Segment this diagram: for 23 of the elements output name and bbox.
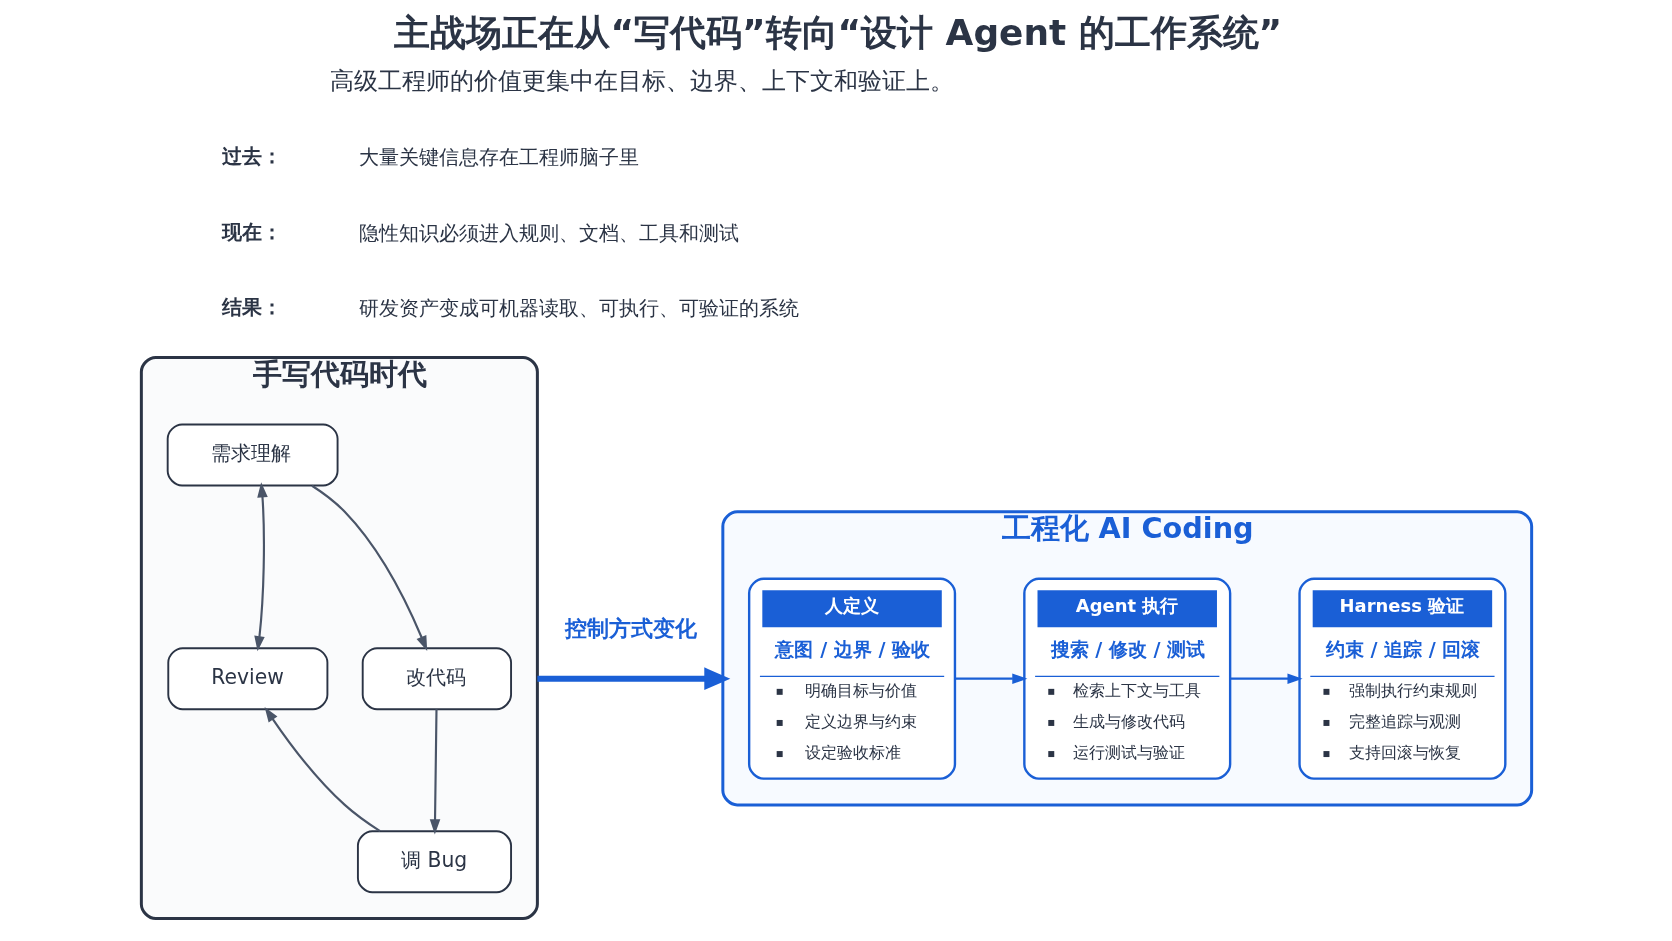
node-box: 需求理解 bbox=[166, 423, 339, 487]
node-box: Review bbox=[166, 647, 328, 711]
label: 隐性知识必须进入规则、文档、工具和测试 bbox=[358, 220, 739, 245]
arrow bbox=[429, 709, 440, 835]
label: 大量关键信息存在工程师脑子里 bbox=[358, 145, 639, 170]
diagram-title: 主战场正在从“写代码”转向“设计 Agent 的工作系统” bbox=[393, 12, 1282, 54]
node-box: 调 Bug bbox=[356, 830, 512, 894]
node-box: Harness 验证 约束 / 追踪 / 回滚 强制执行约束规则 完整追踪与观测 支持回滚与恢复 bbox=[1297, 577, 1506, 780]
arrow bbox=[536, 667, 730, 691]
node-box: 改代码 bbox=[361, 647, 512, 711]
arrow bbox=[954, 673, 1027, 684]
arrow bbox=[1229, 673, 1303, 684]
node-box: 人定义 意图 / 边界 / 验收 明确目标与价值 定义边界与约束 设定验收标准 bbox=[747, 577, 956, 780]
label: 过去： bbox=[221, 144, 282, 169]
arrow bbox=[310, 484, 427, 651]
arrow bbox=[253, 482, 268, 652]
label: 高级工程师的价值更集中在目标、边界、上下文和验证上。 bbox=[329, 67, 954, 96]
label: 结果： bbox=[221, 294, 282, 319]
node-box: Agent 执行 搜索 / 修改 / 测试 检索上下文与工具 生成与修改代码 运行测试与验证 bbox=[1022, 577, 1231, 780]
label: 现在： bbox=[221, 219, 282, 244]
label: 研发资产变成可机器读取、可执行、可验证的系统 bbox=[358, 296, 799, 321]
edge-label: 控制方式变化 bbox=[564, 616, 697, 642]
arrow bbox=[264, 706, 381, 833]
